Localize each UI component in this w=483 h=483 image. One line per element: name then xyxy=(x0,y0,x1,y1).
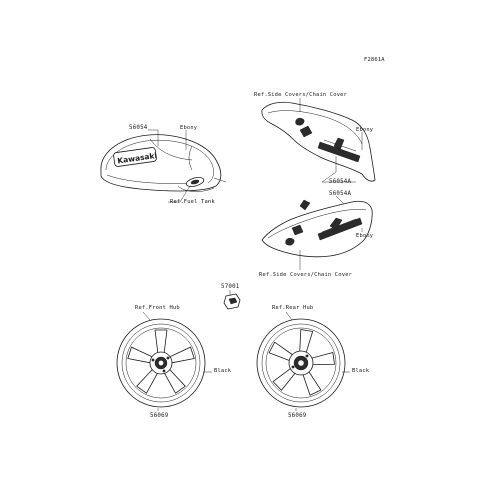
front-wheel-color: Black xyxy=(214,368,232,374)
fuel-tank-part-number: 56054 xyxy=(129,125,148,131)
side-cover-lower-color: Ebony xyxy=(356,233,374,239)
side-cover-upper-ref: Ref.Side Covers/Chain Cover xyxy=(254,92,348,98)
front-wheel-part-number: 56069 xyxy=(150,413,169,419)
fuel-tank-illustration: Kawasaki xyxy=(100,129,227,203)
fuel-tank-ref: Ref.Fuel Tank xyxy=(170,199,215,205)
side-cover-lower-part-number: 56054A xyxy=(329,191,352,197)
side-cover-lower-ref: Ref.Side Covers/Chain Cover xyxy=(259,272,353,278)
side-cover-upper-part-number: 56054A xyxy=(329,179,352,185)
rear-wheel-illustration xyxy=(256,318,346,408)
front-wheel-illustration xyxy=(116,318,206,408)
side-cover-upper-color: Ebony xyxy=(356,127,374,133)
rear-wheel-part-number: 56069 xyxy=(288,413,307,419)
side-cover-upper-illustration xyxy=(261,98,376,183)
rear-wheel-ref: Ref.Rear Hub xyxy=(272,305,314,311)
emblem-part-number: 57001 xyxy=(221,284,240,290)
side-cover-lower-illustration xyxy=(261,195,373,270)
figure-id: F2861A xyxy=(364,57,385,63)
fuel-tank-logo: Kawasaki xyxy=(113,147,158,167)
emblem-illustration xyxy=(223,290,241,310)
rear-wheel-color: Black xyxy=(352,368,370,374)
front-wheel-ref: Ref.Front Hub xyxy=(135,305,180,311)
fuel-tank-color: Ebony xyxy=(180,125,198,131)
